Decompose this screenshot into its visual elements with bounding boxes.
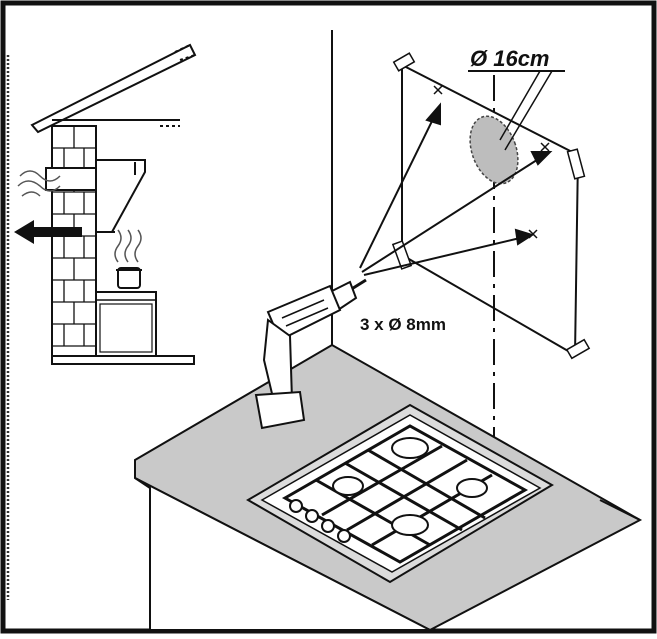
drill-holes-label: 3 x Ø 8mm: [360, 315, 446, 334]
hole-diameter-label: Ø 16cm: [470, 46, 550, 71]
pot-icon: [116, 268, 142, 288]
